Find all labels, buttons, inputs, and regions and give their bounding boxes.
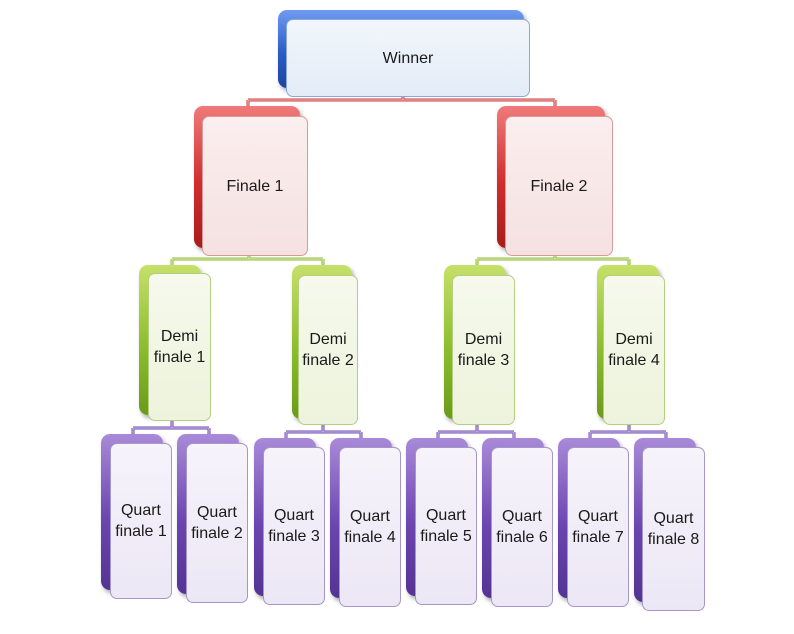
demi-label-2: Demi finale 2	[302, 331, 354, 369]
connector-finale2-demis	[475, 255, 631, 265]
finale-label-2: Finale 2	[530, 177, 588, 195]
quart-label-7: Quart finale 7	[572, 508, 624, 546]
quart-label-6: Quart finale 6	[496, 508, 548, 546]
demi-label-3: Demi finale 3	[457, 331, 510, 369]
quart-label-1: Quart finale 1	[115, 502, 167, 540]
quart-node-2: Quart finale 2	[177, 434, 249, 604]
demi-label-1: Demi finale 1	[153, 328, 206, 366]
demi-node-2: Demi finale 2	[292, 265, 359, 427]
quart-node-4: Quart finale 4	[330, 438, 402, 608]
connector-finale1-demis	[170, 255, 325, 265]
quart-node-5: Quart finale 5	[406, 438, 478, 606]
winner-node: Winner	[278, 10, 532, 98]
quart-label-4: Quart finale 4	[344, 508, 396, 546]
connector-demi1-quarts	[131, 420, 211, 434]
finale-node-2: Finale 2	[497, 106, 615, 256]
finale-node-1: Finale 1	[194, 106, 310, 256]
finale-label-1: Finale 1	[226, 177, 284, 195]
quart-node-6: Quart finale 6	[482, 438, 554, 608]
quart-node-3: Quart finale 3	[254, 438, 326, 606]
demi-node-1: Demi finale 1	[139, 265, 213, 422]
quart-label-5: Quart finale 5	[420, 507, 472, 545]
quart-label-3: Quart finale 3	[268, 507, 320, 545]
quart-node-1: Quart finale 1	[101, 434, 173, 600]
quart-label-2: Quart finale 2	[191, 504, 243, 542]
quart-label-8: Quart finale 8	[647, 510, 700, 548]
quart-node-7: Quart finale 7	[558, 438, 630, 608]
winner-label: Winner	[382, 49, 434, 67]
demi-node-4: Demi finale 4	[597, 265, 667, 427]
quart-node-8: Quart finale 8	[634, 438, 706, 612]
demi-label-4: Demi finale 4	[608, 331, 660, 369]
demi-node-3: Demi finale 3	[444, 265, 517, 427]
